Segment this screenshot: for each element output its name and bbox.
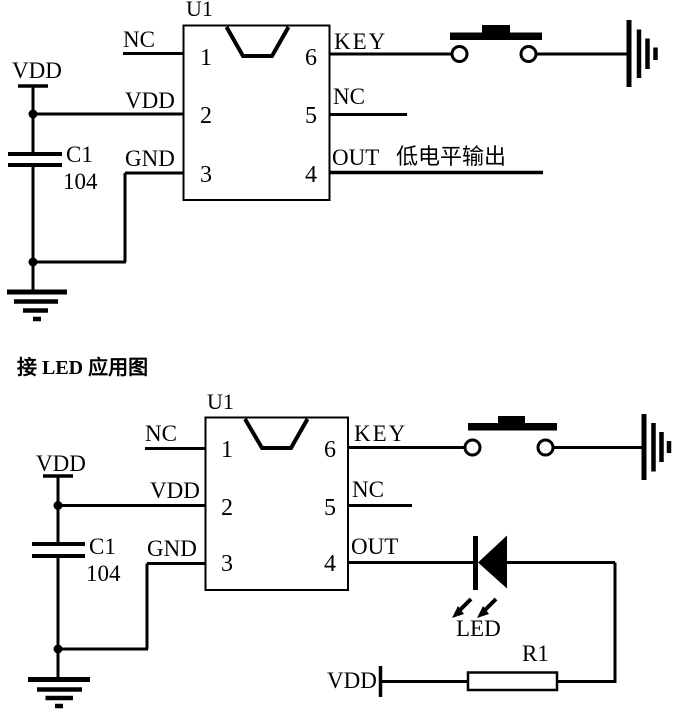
vdd-rail-label: VDD bbox=[12, 58, 62, 83]
vdd-rail-label-right: VDD bbox=[327, 668, 377, 693]
capacitor-refdes: C1 bbox=[66, 142, 93, 167]
pin4-label: OUT bbox=[351, 534, 398, 559]
pin1-label: NC bbox=[123, 27, 155, 52]
pushbutton-contact-right bbox=[536, 438, 555, 457]
vdd-rail-label: VDD bbox=[36, 451, 86, 476]
junction-dot bbox=[28, 109, 38, 119]
pin-number-6: 6 bbox=[324, 437, 336, 463]
capacitor-value: 104 bbox=[63, 169, 98, 194]
pushbutton-actuator bbox=[482, 25, 510, 33]
led-label: LED bbox=[456, 616, 501, 641]
pin-number-1: 1 bbox=[200, 45, 212, 71]
bottom-circuit: U1 1 2 3 6 5 4 NC VDD GND VDD C1 104 bbox=[28, 389, 672, 709]
section-title: 接 LED 应用图 bbox=[17, 355, 148, 379]
led-arrow-1-shaft bbox=[458, 597, 473, 612]
pin6-label: KEY bbox=[334, 29, 387, 54]
capacitor-refdes: C1 bbox=[89, 534, 116, 559]
led-arrow-1-head bbox=[452, 606, 464, 618]
junction-dot bbox=[53, 501, 63, 510]
ic-body bbox=[204, 416, 349, 591]
pin-number-4: 4 bbox=[324, 551, 336, 577]
pin-number-5: 5 bbox=[324, 495, 336, 521]
pin4-label: OUT bbox=[332, 145, 379, 170]
resistor-refdes: R1 bbox=[522, 641, 549, 666]
pin5-label: NC bbox=[352, 477, 384, 502]
pin2-label: VDD bbox=[150, 478, 200, 503]
pin-number-3: 3 bbox=[200, 162, 212, 188]
pin-number-6: 6 bbox=[305, 45, 317, 71]
pushbutton-contact-left bbox=[450, 45, 469, 63]
junction-dot bbox=[28, 257, 38, 267]
pin6-label: KEY bbox=[354, 421, 407, 446]
pushbutton-actuator bbox=[498, 416, 525, 424]
pin3-label: GND bbox=[147, 536, 197, 561]
top-circuit: U1 1 2 3 6 5 4 NC VDD GND VDD C1 104 bbox=[7, 0, 658, 322]
junction-dot bbox=[53, 644, 63, 654]
pin-number-4: 4 bbox=[305, 162, 317, 188]
ic-pin1-notch bbox=[224, 26, 291, 58]
pin-number-1: 1 bbox=[221, 437, 233, 463]
capacitor-value: 104 bbox=[86, 561, 121, 586]
pin-number-2: 2 bbox=[221, 495, 233, 521]
pin5-label: NC bbox=[333, 84, 365, 109]
pushbutton-bar bbox=[468, 423, 557, 431]
pin3-label: GND bbox=[125, 146, 175, 171]
pushbutton-contact-right bbox=[519, 45, 538, 63]
ic-body bbox=[182, 24, 331, 201]
pushbutton-contact-left bbox=[463, 438, 482, 457]
pushbutton-bar bbox=[450, 32, 542, 40]
pin1-label: NC bbox=[145, 421, 177, 446]
pin-number-3: 3 bbox=[221, 551, 233, 577]
ic-pin1-notch bbox=[243, 417, 310, 450]
pin-number-2: 2 bbox=[200, 103, 212, 129]
ic-refdes: U1 bbox=[207, 389, 234, 414]
led-arrow-2-head bbox=[477, 606, 489, 618]
pin2-label: VDD bbox=[125, 88, 175, 113]
out-annotation: 低电平输出 bbox=[396, 144, 506, 169]
led-triangle bbox=[478, 535, 507, 589]
led-arrow-2-shaft bbox=[483, 597, 498, 612]
ic-refdes: U1 bbox=[186, 0, 213, 21]
resistor-body bbox=[466, 671, 559, 692]
pin-number-5: 5 bbox=[305, 103, 317, 129]
